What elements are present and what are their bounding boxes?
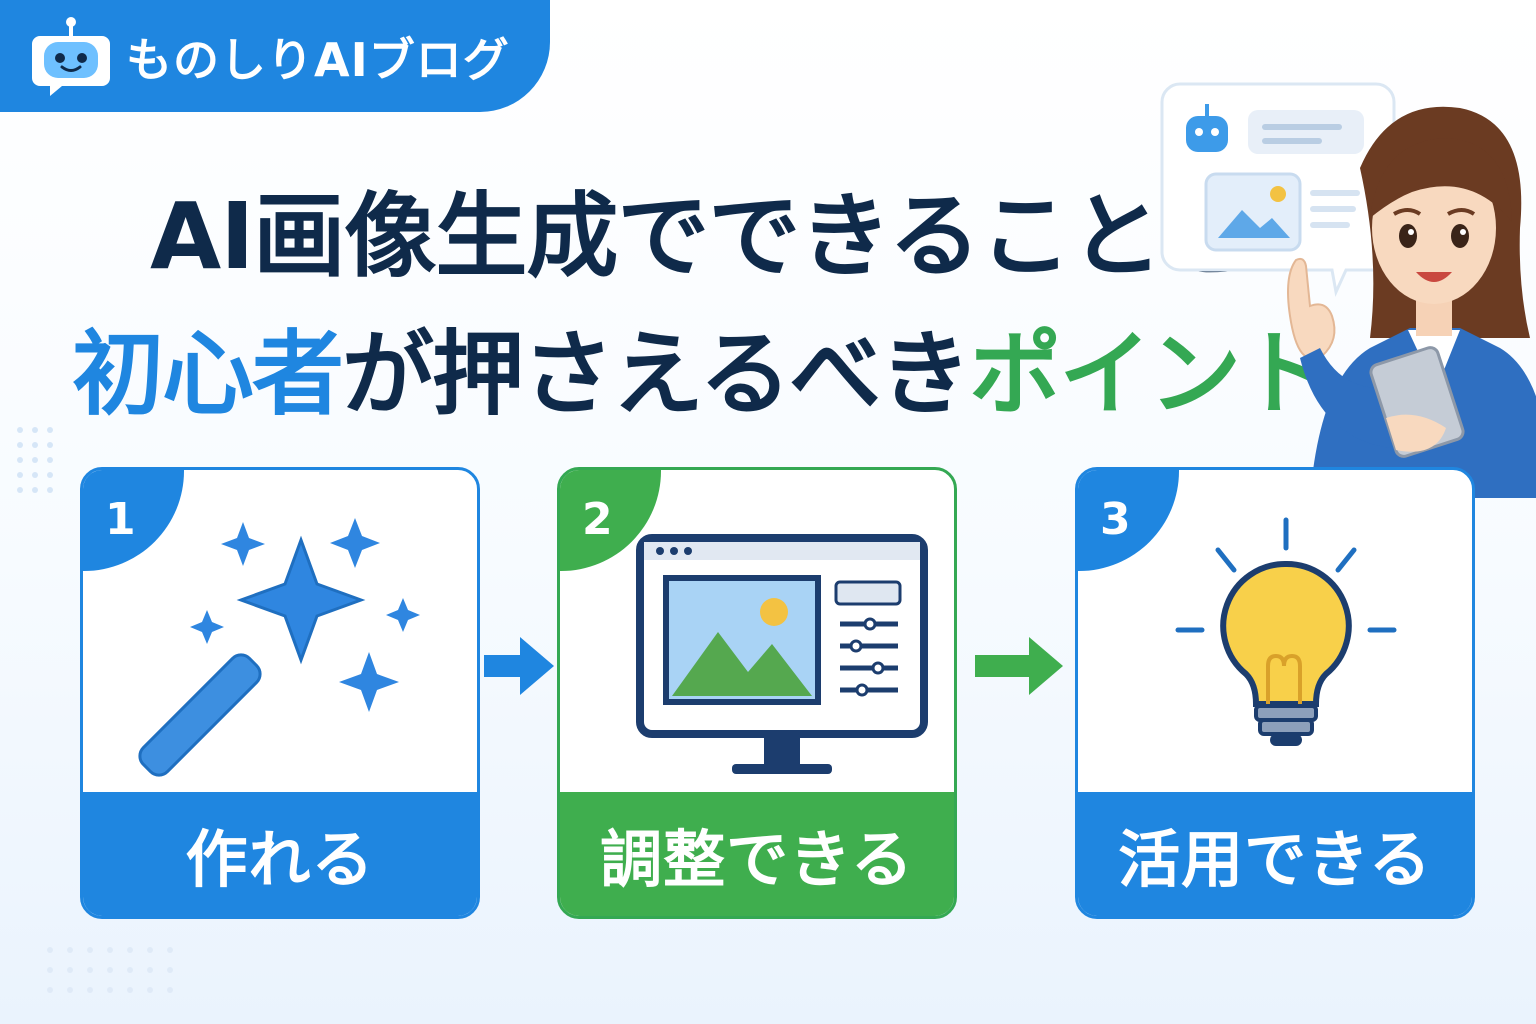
step-card-3: 3 活用できる xyxy=(1075,467,1475,919)
step-card-1: 1 作れる xyxy=(80,467,480,919)
arrow-right-icon xyxy=(975,637,1063,695)
monitor-image-editor-icon xyxy=(636,534,928,774)
title-highlight-points: ポイント xyxy=(969,321,1331,428)
image-icon xyxy=(1204,172,1302,252)
title-middle-text: が押さえるべき xyxy=(342,321,971,428)
page-title-line1: AI画像生成でできることと xyxy=(150,183,1254,290)
blog-badge: ものしりAIブログ xyxy=(0,0,550,112)
step-card-2: 2 調整できる xyxy=(557,467,957,919)
robot-chat-icon xyxy=(32,17,110,96)
decorative-dots-bottom xyxy=(47,947,173,993)
page-title-line2: 初心者が押さえるべきポイント xyxy=(72,300,1331,433)
decorative-dots-left xyxy=(17,427,53,493)
step-label: 作れる xyxy=(83,792,477,916)
presenter-illustration xyxy=(1160,82,1536,498)
arrow-right-icon xyxy=(484,637,554,695)
step-number: 1 xyxy=(105,494,136,545)
step-number: 2 xyxy=(582,494,613,545)
step-label: 活用できる xyxy=(1078,792,1472,916)
robot-icon xyxy=(1186,104,1228,152)
lightbulb-icon xyxy=(1175,517,1397,746)
step-label: 調整できる xyxy=(560,792,954,916)
title-highlight-beginner: 初心者 xyxy=(72,321,344,428)
magic-wand-sparkles-icon xyxy=(138,518,420,777)
blog-name: ものしりAIブログ xyxy=(126,33,510,87)
speech-bubble xyxy=(1160,82,1396,297)
step-number: 3 xyxy=(1100,494,1131,545)
